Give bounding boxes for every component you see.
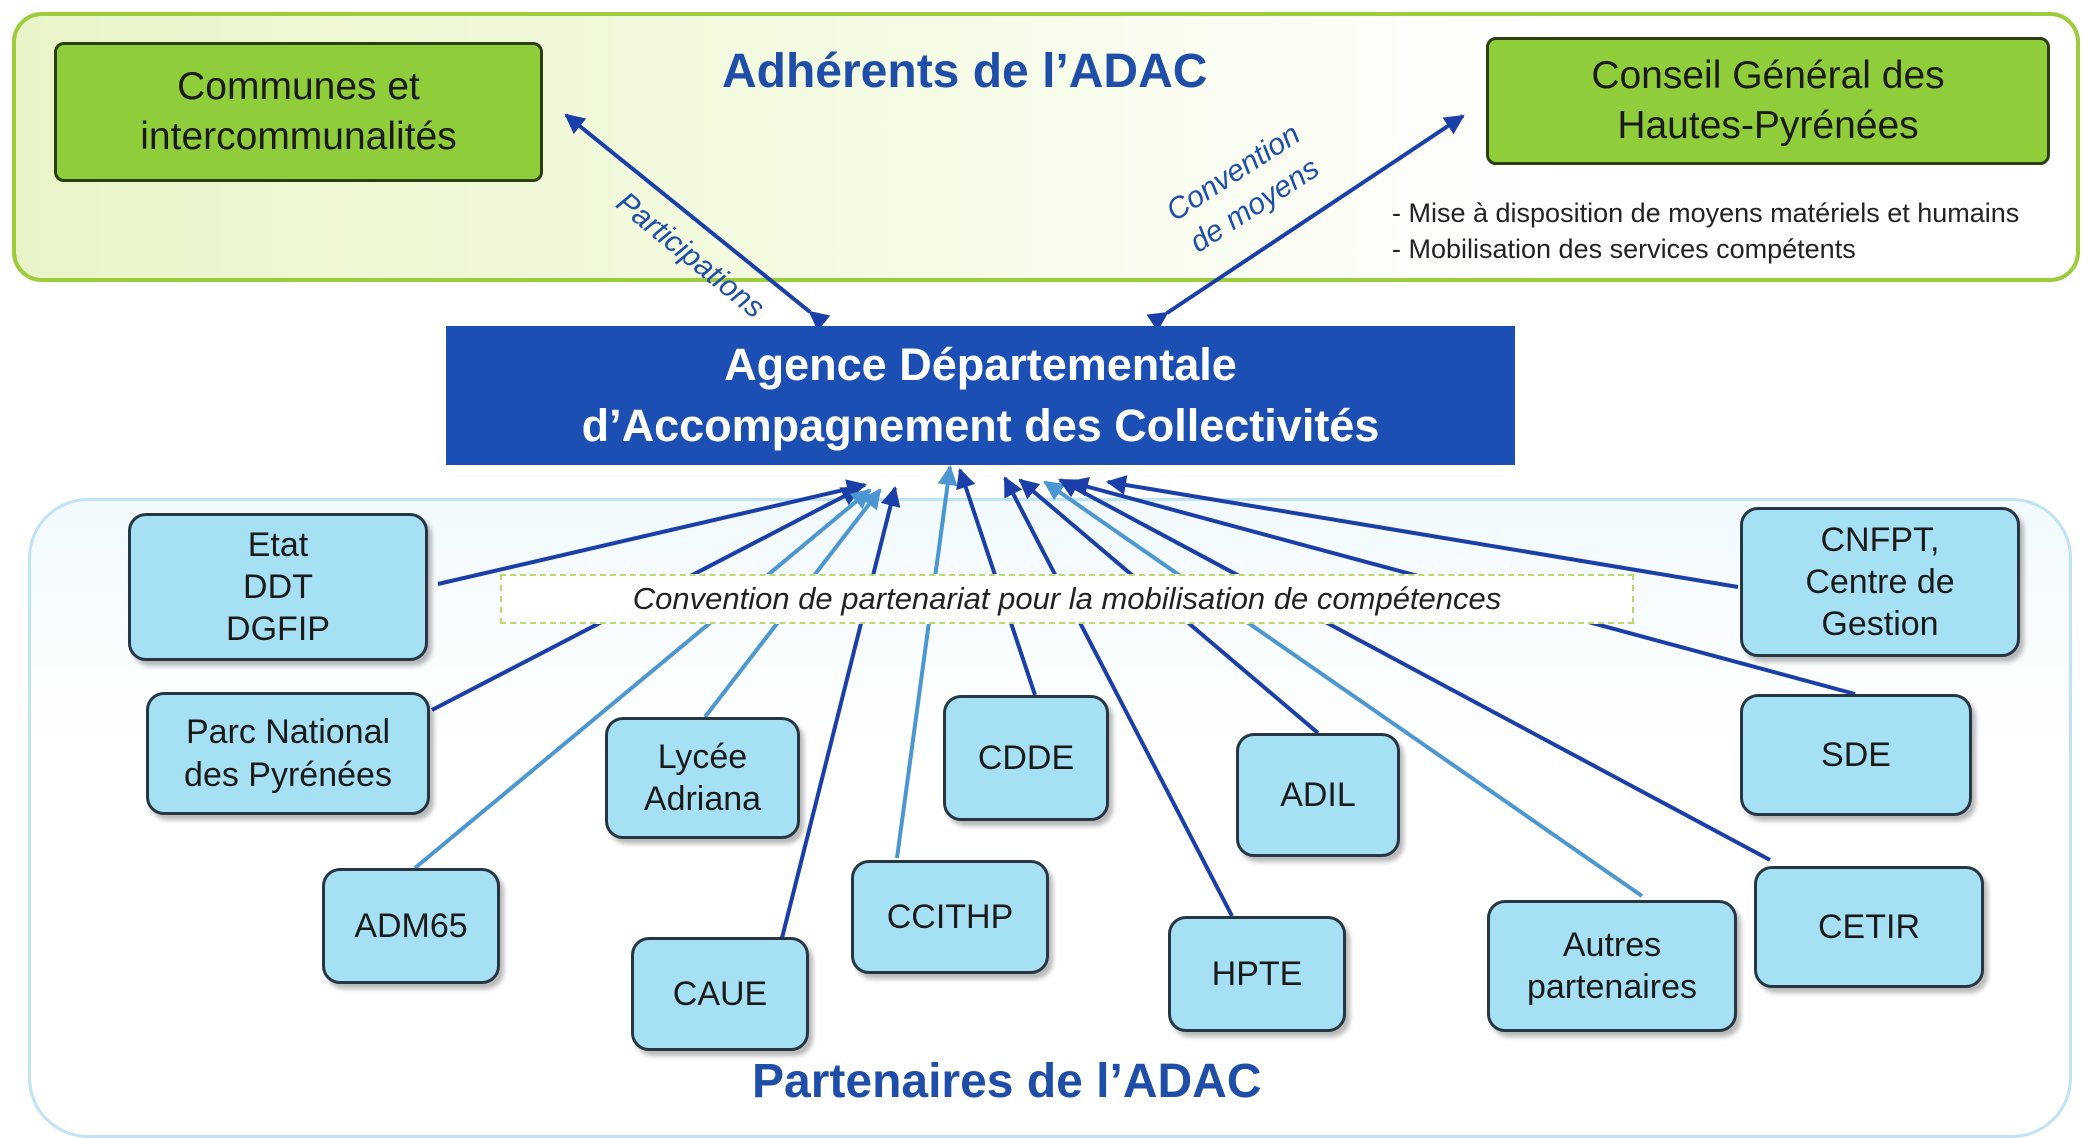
partner-connectors — [413, 465, 1856, 939]
lycee-line-1: Lycée — [657, 737, 748, 776]
parc-line-2: des Pyrénées — [184, 755, 392, 794]
partner-parc-national: Parc National des Pyrénées — [146, 692, 430, 815]
communes-line-2: intercommunalités — [140, 115, 457, 158]
convention-arrow — [1146, 114, 1465, 332]
connector-cetir — [1058, 478, 1771, 862]
connector-caue — [780, 486, 901, 939]
sde-label: SDE — [1821, 735, 1891, 774]
convention-partenariat-label: Convention de partenariat pour la mobili… — [500, 574, 1634, 624]
partner-hpte: HPTE — [1168, 916, 1346, 1032]
partner-ccithp: CCITHP — [851, 860, 1049, 974]
partner-cetir: CETIR — [1754, 866, 1984, 988]
partner-caue: CAUE — [631, 937, 809, 1051]
partner-cdde: CDDE — [943, 695, 1109, 821]
connector-ccithp — [895, 465, 958, 859]
adm65-label: ADM65 — [354, 906, 468, 945]
partner-sde: SDE — [1740, 694, 1972, 816]
partner-autres: Autres partenaires — [1487, 900, 1737, 1032]
hpte-label: HPTE — [1211, 954, 1303, 993]
partners-title: Partenaires de l’ADAC — [752, 1055, 1262, 1108]
caue-label: CAUE — [672, 974, 768, 1013]
cetir-label: CETIR — [1818, 907, 1920, 946]
parc-line-1: Parc National — [185, 713, 391, 752]
ccithp-label: CCITHP — [886, 897, 1014, 936]
etat-line-1: Etat — [247, 525, 309, 564]
communes-line-1: Communes et — [177, 65, 420, 109]
agency-line-2: d’Accompagnement des Collectivités — [581, 399, 1380, 451]
connector-adm65 — [413, 488, 872, 870]
cnfpt-line-3: Gestion — [1821, 605, 1939, 644]
participations-arrow — [564, 113, 831, 332]
connector-etat — [437, 479, 867, 586]
partner-adil: ADIL — [1236, 733, 1400, 857]
conseil-line-2: Hautes-Pyrénées — [1617, 104, 1919, 147]
connector-cnfpt — [1106, 475, 1739, 589]
partner-etat: Etat DDT DGFIP — [128, 513, 428, 661]
note-1: - Mise à disposition de moyens matériels… — [1392, 198, 2020, 228]
members-arrows — [564, 113, 1465, 332]
etat-line-2: DDT — [243, 567, 313, 606]
autres-line-1: Autres — [1562, 925, 1662, 964]
convention-notes: - Mise à disposition de moyens matériels… — [1392, 196, 2019, 268]
partner-lycee-adriana: Lycée Adriana — [605, 717, 800, 839]
connector-hpte — [1003, 476, 1234, 917]
autres-line-2: partenaires — [1526, 968, 1698, 1006]
partner-cnfpt: CNFPT, Centre de Gestion — [1740, 507, 2020, 657]
note-2: - Mobilisation des services compétents — [1392, 233, 1856, 264]
etat-line-3: DGFIP — [226, 610, 330, 649]
connector-autres — [1043, 480, 1644, 898]
agency-line-1: Agence Départementale — [724, 338, 1237, 390]
lycee-line-2: Adriana — [643, 780, 762, 818]
cnfpt-line-1: CNFPT, — [1820, 520, 1940, 559]
members-title: Adhérents de l’ADAC — [722, 45, 1208, 98]
partner-adm65: ADM65 — [322, 868, 500, 984]
cnfpt-line-2: Centre de — [1805, 562, 1955, 601]
adil-label: ADIL — [1280, 775, 1356, 814]
conseil-line-1: Conseil Général des — [1591, 54, 1945, 98]
cdde-label: CDDE — [977, 738, 1075, 777]
adac-agency-box: Agence Départementale d’Accompagnement d… — [446, 326, 1515, 465]
conseil-general-box: Conseil Général des Hautes-Pyrénées — [1486, 37, 2050, 165]
communes-box: Communes et intercommunalités — [54, 42, 543, 182]
